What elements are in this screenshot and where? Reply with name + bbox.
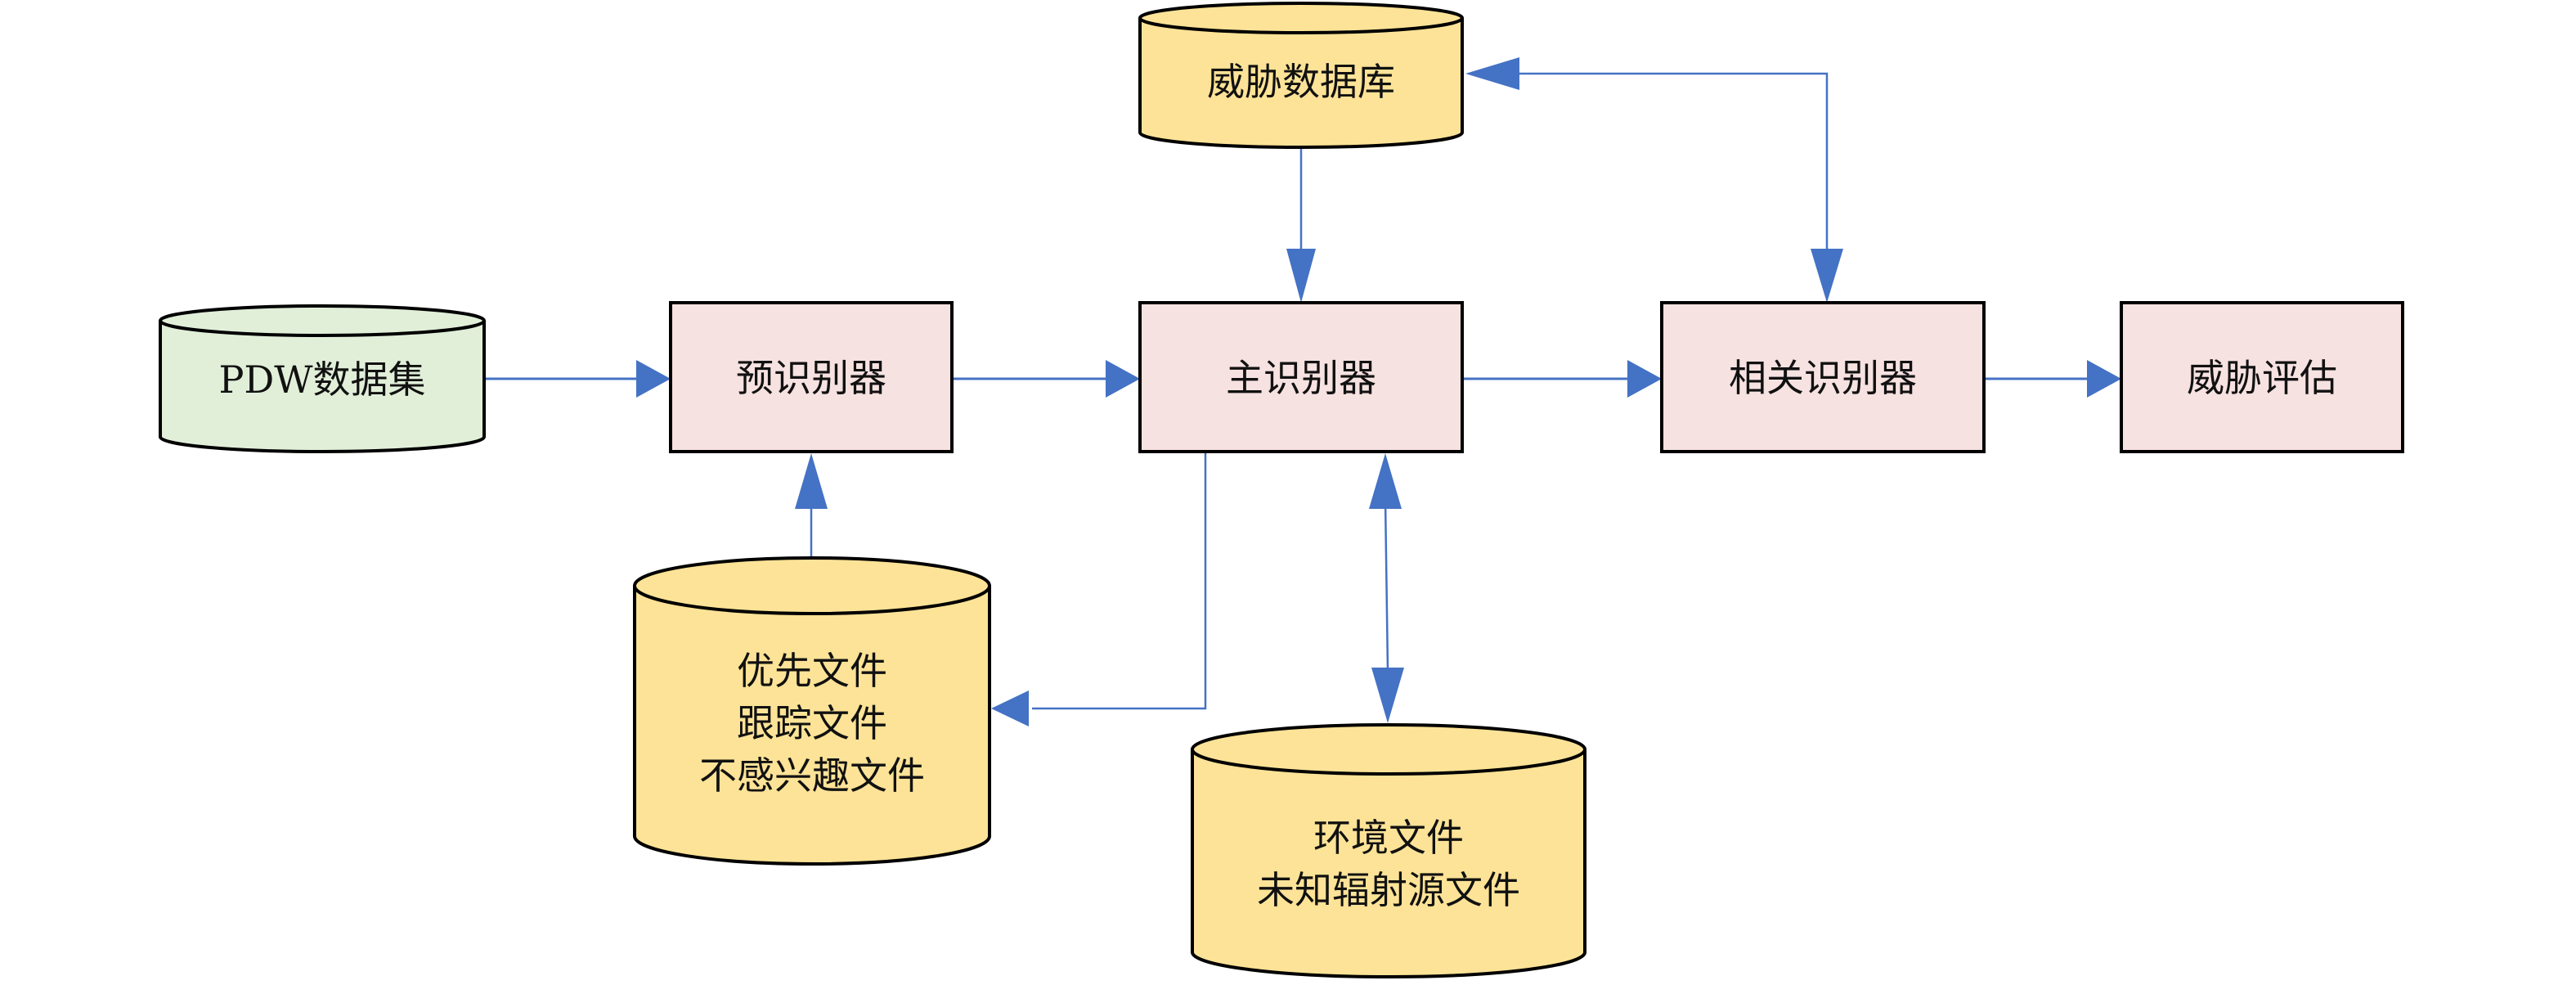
arrowhead-main-bottom <box>1369 453 1402 509</box>
arrowhead-db-right <box>1465 57 1519 90</box>
environment-store-line-1: 环境文件 <box>1313 816 1464 860</box>
environment-store-line-2: 未知辐射源文件 <box>1257 868 1520 912</box>
file-store[interactable]: 优先文件 跟踪文件 不感兴趣文件 <box>633 556 991 866</box>
related-identifier-label: 相关识别器 <box>1729 356 1917 400</box>
connectors <box>484 57 2121 726</box>
related-identifier-box[interactable]: 相关识别器 <box>1660 301 1986 453</box>
file-store-top <box>633 556 991 615</box>
edge-main-to-files <box>1032 452 1207 710</box>
pdw-dataset-top <box>159 304 486 337</box>
arrowhead-pre-left <box>636 360 671 398</box>
threat-assessment-rect <box>2120 301 2404 453</box>
threat-assessment-box[interactable]: 威胁评估 <box>2120 301 2404 453</box>
environment-store-body <box>1191 749 1586 978</box>
arrowhead-main-left <box>1106 360 1140 398</box>
threat-database[interactable]: 威胁数据库 <box>1138 2 1464 149</box>
file-store-line-1: 优先文件 <box>737 649 887 693</box>
threat-database-body <box>1138 18 1464 149</box>
arrowhead-assessment-left <box>2087 360 2121 398</box>
environment-store[interactable]: 环境文件 未知辐射源文件 <box>1191 723 1586 978</box>
main-identifier-box[interactable]: 主识别器 <box>1138 301 1464 453</box>
file-store-line-2: 跟踪文件 <box>737 701 887 745</box>
environment-store-top <box>1191 723 1586 776</box>
file-store-body <box>633 586 991 866</box>
main-identifier-rect <box>1138 301 1464 453</box>
pdw-dataset-label: PDW数据集 <box>218 358 425 402</box>
arrowhead-env-top <box>1371 668 1404 723</box>
arrowhead-main-top <box>1286 249 1316 303</box>
arrowhead-files-right <box>991 690 1029 726</box>
pdw-dataset[interactable]: PDW数据集 <box>159 304 486 453</box>
arrowhead-related-left <box>1627 360 1662 398</box>
threat-assessment-label: 威胁评估 <box>2187 356 2337 400</box>
related-identifier-rect <box>1660 301 1986 453</box>
pre-identifier-rect <box>669 301 954 453</box>
edge-related-db <box>1513 72 1829 262</box>
pdw-dataset-body <box>159 321 486 453</box>
arrowhead-related-top <box>1811 249 1843 303</box>
threat-database-top <box>1138 2 1464 34</box>
file-store-line-3: 不感兴趣文件 <box>699 753 925 798</box>
threat-database-label: 威胁数据库 <box>1207 60 1395 104</box>
edge-main-env <box>1384 498 1389 672</box>
pre-identifier-label: 预识别器 <box>736 356 886 400</box>
arrowhead-pre-bottom <box>795 453 828 509</box>
pre-identifier-box[interactable]: 预识别器 <box>669 301 954 453</box>
main-identifier-label: 主识别器 <box>1226 356 1376 400</box>
